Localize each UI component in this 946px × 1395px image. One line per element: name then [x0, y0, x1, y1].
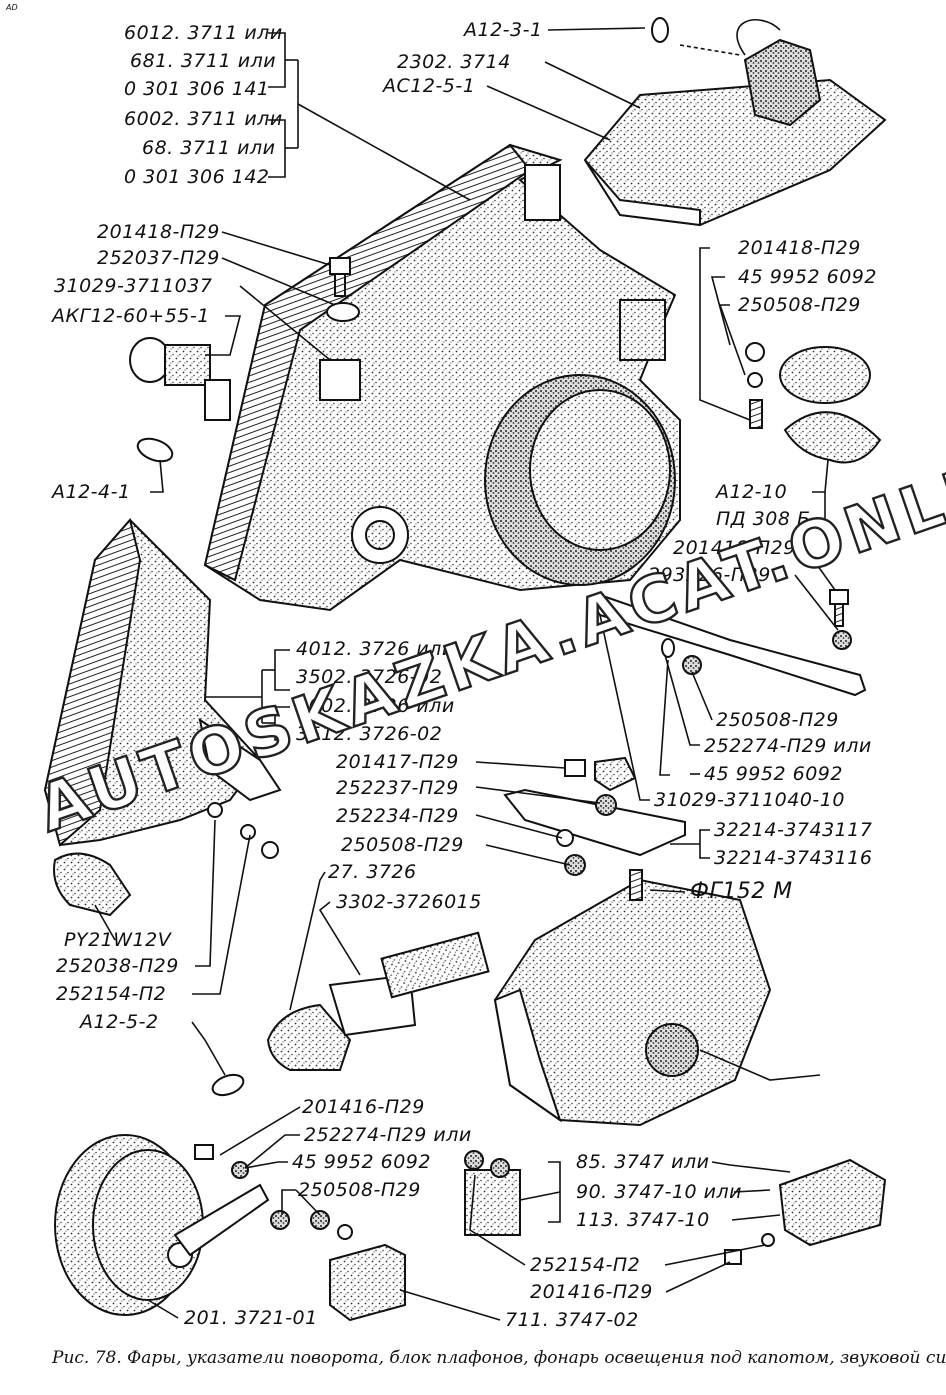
label-711-3747-02: 711. 3747-02 [505, 1309, 639, 1331]
label-201417: 201417-П29 [336, 751, 459, 773]
label-32214-117: 32214-3743117 [714, 819, 872, 841]
label-252274-b: 252274-П29 или [304, 1124, 472, 1146]
lamp-block-drawing [583, 17, 887, 227]
label-252237: 252237-П29 [336, 777, 459, 799]
horn-drawing [54, 1134, 353, 1316]
label-27-3726: 27. 3726 [328, 861, 417, 883]
bulb-drawings [129, 337, 231, 463]
label-ac12-5-1: АС12-5-1 [381, 75, 475, 97]
turn-indicator-drawing [43, 517, 282, 917]
part-labels: 6012. 3711 или 681. 3711 или 0 301 306 1… [50, 19, 877, 1331]
label-201418-a: 201418-П29 [97, 221, 220, 243]
label-293226: 293226-П29 [648, 564, 771, 586]
label-hl-1: 6012. 3711 или [124, 22, 283, 44]
relay-drawings [329, 1150, 887, 1322]
label-252154-b: 252154-П2 [530, 1254, 640, 1276]
headlamp-fasteners [326, 257, 360, 322]
label-31029-3711037: 31029-3711037 [54, 275, 212, 297]
bracket-drawing [503, 589, 867, 876]
label-2302-3714: 2302. 3714 [397, 51, 511, 73]
label-250508-b: 250508-П29 [716, 709, 839, 731]
label-201418-c: 201418-П29 [673, 537, 796, 559]
label-hl-4: 6002. 3711 или [124, 108, 283, 130]
headlamp-drawing [203, 143, 681, 612]
label-ti-3: 4002. 3726 или [296, 695, 455, 717]
label-31029-3711040: 31029-3711040-10 [654, 789, 845, 811]
label-akg12: АКГ12-60+55-1 [50, 305, 210, 327]
label-a12-3-1: А12-3-1 [462, 19, 543, 41]
label-252154-a: 252154-П2 [56, 983, 166, 1005]
label-ti-4: 3512. 3726-02 [296, 723, 442, 745]
label-250508-c: 250508-П29 [341, 834, 464, 856]
label-459952-c: 45 9952 6092 [292, 1151, 431, 1173]
leader-lines [94, 27, 839, 1321]
label-hl-2: 681. 3711 или [130, 50, 276, 72]
marker-lamp-drawing [211, 931, 490, 1097]
label-relay-2: 90. 3747-10 или [576, 1181, 742, 1203]
label-ti-2: 3502. 3726-02 [296, 666, 442, 688]
label-252234: 252234-П29 [336, 805, 459, 827]
label-fg152m: ФГ152 М [690, 879, 793, 904]
label-32214-116: 32214-3743116 [714, 847, 872, 869]
label-a12-5-2: А12-5-2 [78, 1011, 159, 1033]
side-indicator-drawing [745, 342, 882, 464]
label-201416-a: 201416-П29 [302, 1096, 425, 1118]
label-250508-d: 250508-П29 [298, 1179, 421, 1201]
label-hl-5: 68. 3711 или [142, 137, 276, 159]
label-relay-1: 85. 3747 или [576, 1151, 710, 1173]
label-py21w12v: РY21W12V [64, 929, 173, 951]
corner-mark: AD [5, 3, 18, 12]
label-hl-6: 0 301 306 142 [124, 166, 270, 188]
label-459952-a: 45 9952 6092 [738, 266, 877, 288]
label-252037: 252037-П29 [97, 247, 220, 269]
label-3302-3726015: 3302-3726015 [336, 891, 482, 913]
label-250508-a: 250508-П29 [738, 294, 861, 316]
label-ti-1: 4012. 3726 или [296, 638, 455, 660]
label-252274-a: 252274-П29 или [704, 735, 872, 757]
figure-caption: Рис. 78. Фары, указатели поворота, блок … [51, 1348, 946, 1368]
label-252038: 252038-П29 [56, 955, 179, 977]
label-a12-10: А12-10 [714, 481, 787, 503]
label-a12-4-1: А12-4-1 [50, 481, 131, 503]
label-relay-3: 113. 3747-10 [576, 1209, 710, 1231]
label-pd308b: ПД 308 Б [716, 508, 811, 530]
label-201-3721-01: 201. 3721-01 [184, 1307, 318, 1329]
label-201416-b: 201416-П29 [530, 1281, 653, 1303]
label-459952-b: 45 9952 6092 [704, 763, 843, 785]
label-201418-b: 201418-П29 [738, 237, 861, 259]
fog-lamp-drawing [493, 869, 821, 1127]
label-hl-3: 0 301 306 141 [124, 78, 270, 100]
